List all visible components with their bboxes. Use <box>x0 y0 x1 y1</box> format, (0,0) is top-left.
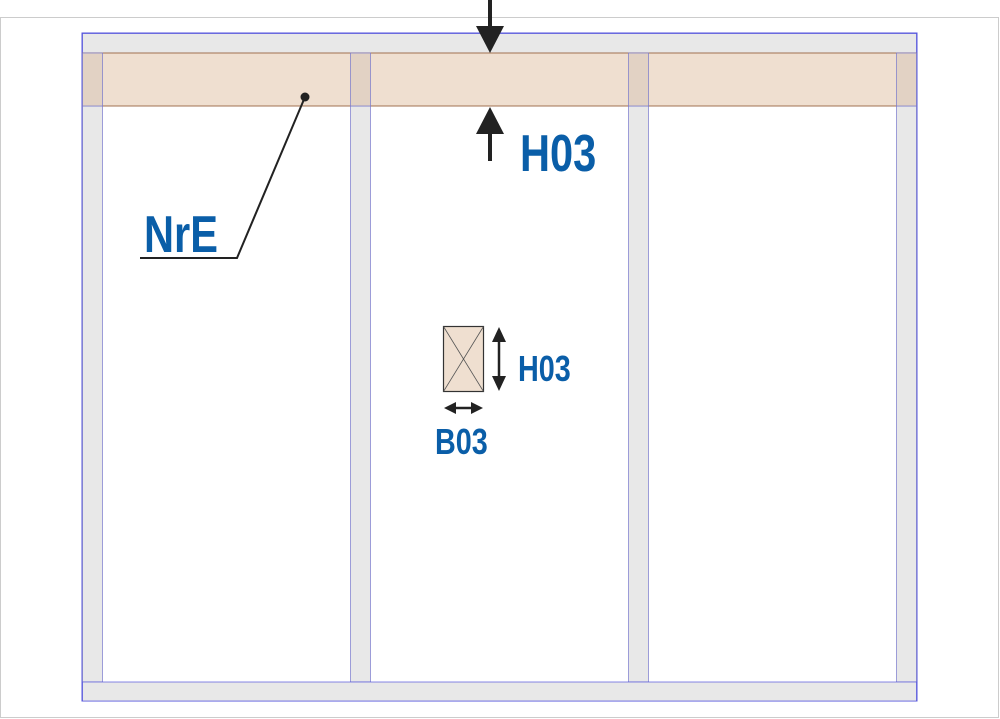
opening-symbol <box>442 325 485 393</box>
opening-height-arrow-icon <box>492 327 506 391</box>
opening-height-label: H03 <box>518 348 571 389</box>
lintel-height-label: H03 <box>520 124 596 183</box>
arrow-up-icon <box>476 107 504 134</box>
lintel-height-arrows <box>476 0 504 161</box>
studs <box>82 52 917 683</box>
opening-width-label: B03 <box>435 421 488 462</box>
arrow-down-icon <box>476 26 504 53</box>
top-plate <box>82 33 917 54</box>
leader-line <box>140 92 310 259</box>
lintel-band <box>82 53 917 106</box>
wall-frame <box>81 32 918 702</box>
bottom-plate <box>82 681 917 702</box>
lintel-label: NrE <box>144 205 218 264</box>
opening-width-arrow-icon <box>444 402 483 414</box>
